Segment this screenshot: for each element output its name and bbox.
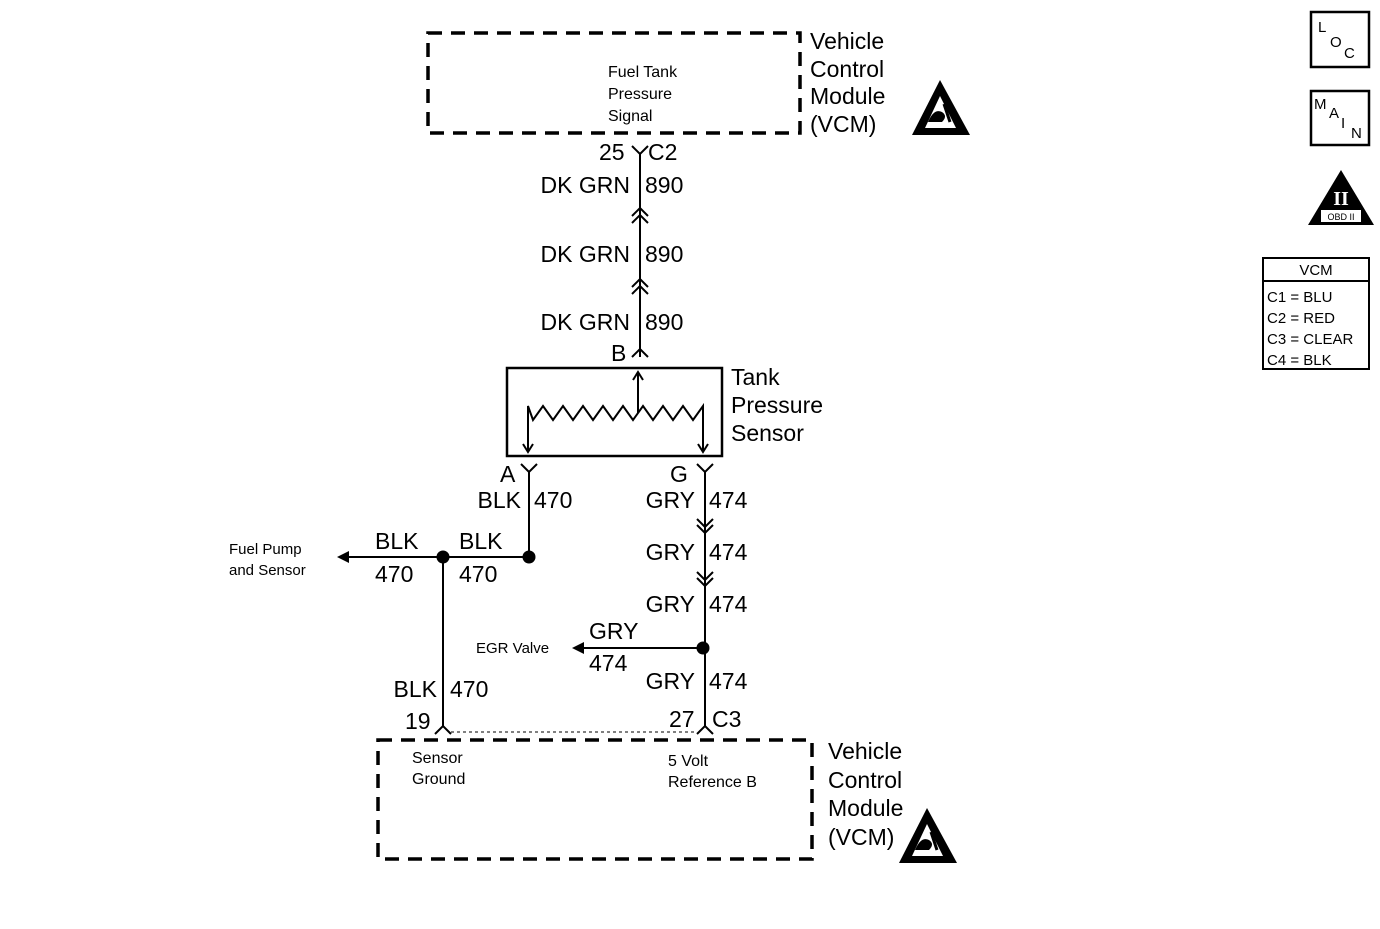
circuit-number-label: 890 [645,309,683,335]
vcm-bottom-name-line-4: (VCM) [828,824,894,850]
circuit-number-label: 474 [709,539,748,565]
sensor-pin-a: A [500,461,516,487]
circuit-number-label: 474 [709,591,748,617]
egr-valve-label: EGR Valve [476,640,549,657]
loc-letter-l: L [1318,19,1326,36]
male-terminal-icon [434,724,452,735]
wire-color-label: DK GRN [541,172,630,198]
legend-row: C4 = BLK [1267,352,1332,369]
vcm-bottom-dashed-box [376,738,814,861]
obd-label: OBD II [1327,212,1354,222]
legend-row: C1 = BLU [1267,289,1332,306]
wire-color-label: BLK [459,528,503,554]
main-letter-m: M [1314,96,1327,113]
vcm-top-function-line-2: Pressure [608,86,672,103]
arrow-up-icon [632,370,644,381]
reference-inline-connector-1 [696,518,714,535]
wire-color-label: BLK [394,676,438,702]
esd-warning-icon [912,80,970,135]
female-terminal-icon [631,145,649,156]
tank-pressure-sensor: Tank Pressure Sensor [505,364,823,458]
fuel-pump-label-line-1: Fuel Pump [229,541,302,558]
circuit-number-label: 470 [450,676,488,702]
vcm-bottom-module: Sensor Ground 5 Volt Reference B Vehicle… [376,738,957,863]
circuit-number-label: 474 [709,487,748,513]
legend-row: C3 = CLEAR [1267,331,1353,348]
vcm-top-dashed-box [426,31,802,135]
loc-icon[interactable]: L O C [1309,10,1371,69]
circuit-number-label: 474 [589,650,628,676]
vcm-bottom-name-line-2: Control [828,767,902,793]
top-connector-pin: 25 C2 [599,139,677,165]
arrow-down-icon [522,443,534,454]
arrow-left-icon [572,642,584,654]
main-letter-i: I [1341,115,1345,132]
wire-color-label: GRY [646,539,695,565]
signal-inline-connector-1 [631,206,649,224]
vcm-top-name-line-1: Vehicle [810,28,884,54]
wire-color-label: GRY [646,487,695,513]
main-icon[interactable]: M A I N [1309,89,1371,147]
circuit-number-label: 474 [709,668,748,694]
loc-letter-o: O [1330,34,1342,51]
main-letter-a: A [1329,105,1339,122]
vcm-top-name-line-4: (VCM) [810,111,876,137]
bottom-right-pin-number: 27 [669,706,695,732]
sensor-name-line-3: Sensor [731,420,804,446]
five-volt-line-2: Reference B [668,774,757,791]
connector-color-legend: VCM C1 = BLU C2 = RED C3 = CLEAR C4 = BL… [1262,257,1370,370]
vcm-bottom-name-line-1: Vehicle [828,738,902,764]
circuit-number-label: 470 [459,561,497,587]
loc-letter-c: C [1344,45,1355,62]
vcm-top-name-line-2: Control [810,56,884,82]
esd-warning-icon [899,808,957,863]
male-terminal-icon [696,724,714,735]
sensor-ground-line-2: Ground [412,771,465,788]
vcm-top-module: Fuel Tank Pressure Signal Vehicle Contro… [426,28,970,137]
sensor-name-line-1: Tank [731,364,780,390]
wire-color-label: GRY [646,591,695,617]
sensor-name-line-2: Pressure [731,392,823,418]
reference-inline-connector-2 [696,571,714,588]
female-terminal-icon [696,463,714,474]
legend-row: C2 = RED [1267,310,1335,327]
male-terminal-icon [631,347,649,358]
signal-inline-connector-2 [631,277,649,295]
arrow-down-icon [697,443,709,454]
top-connector-id: C2 [648,139,677,165]
vcm-top-function-line-1: Fuel Tank [608,64,678,81]
circuit-number-label: 890 [645,241,683,267]
fuel-pump-label-line-2: and Sensor [229,562,306,579]
circuit-number-label: 470 [375,561,413,587]
vcm-top-function-line-3: Signal [608,108,652,125]
obd-numeral: II [1333,188,1349,210]
main-letter-n: N [1351,125,1362,142]
sensor-pin-g: G [670,461,688,487]
bottom-right-connector-id: C3 [712,706,741,732]
wire-color-label: BLK [478,487,522,513]
vcm-top-name-line-3: Module [810,83,885,109]
circuit-number-label: 890 [645,172,683,198]
bottom-left-pin-number: 19 [405,708,431,734]
five-volt-line-1: 5 Volt [668,753,709,770]
wire-color-label: DK GRN [541,241,630,267]
resistor-symbol [527,402,704,423]
wire-color-label: GRY [646,668,695,694]
circuit-number-label: 470 [534,487,572,513]
wire-color-label: DK GRN [541,309,630,335]
wire-color-label: BLK [375,528,419,554]
sensor-pin-b: B [611,340,626,366]
female-terminal-icon [520,463,538,474]
vcm-bottom-name-line-3: Module [828,795,903,821]
obd-ii-icon[interactable]: II OBD II [1308,170,1374,225]
arrow-left-icon [337,551,349,563]
wire-color-label: GRY [589,618,638,644]
top-pin-number: 25 [599,139,625,165]
sensor-ground-line-1: Sensor [412,750,463,767]
legend-title: VCM [1299,262,1332,279]
